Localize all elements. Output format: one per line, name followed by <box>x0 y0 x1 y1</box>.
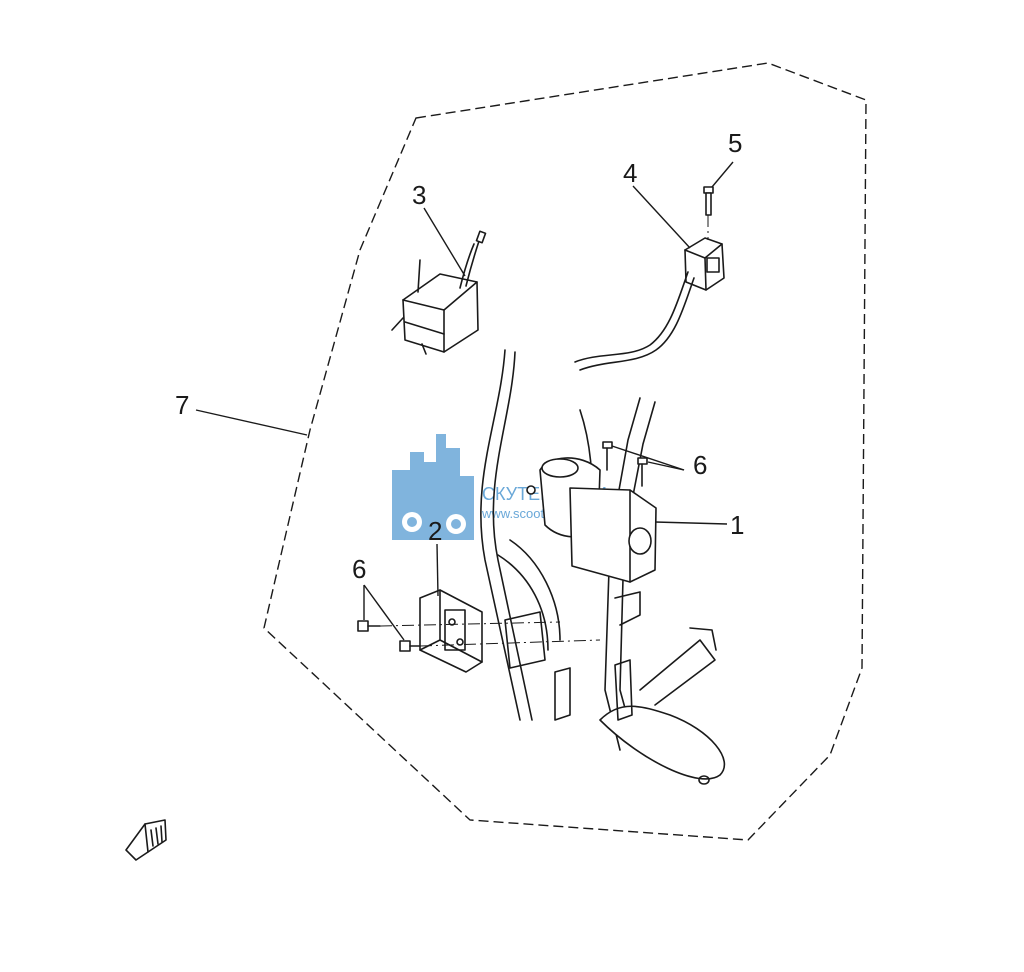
callout-5: 5 <box>728 128 742 158</box>
callout-6-right: 6 <box>693 450 707 480</box>
assembly-outline <box>263 62 867 841</box>
callout-7: 7 <box>175 390 189 420</box>
part-1-motor <box>526 457 657 583</box>
callout-6-left: 6 <box>352 554 366 584</box>
callout-1: 1 <box>730 510 744 540</box>
callout-4: 4 <box>623 158 637 188</box>
part-2-bracket <box>419 589 483 673</box>
leader-lines <box>195 161 734 641</box>
part-4-switch <box>574 237 725 371</box>
callout-2: 2 <box>428 516 442 546</box>
front-arrow-icon <box>125 819 167 861</box>
watermark-logo <box>392 434 474 540</box>
part-5-screw <box>703 186 714 240</box>
callout-3: 3 <box>412 180 426 210</box>
part-6-bolts-left <box>357 620 601 652</box>
part-6-bolts-right <box>602 441 648 487</box>
part-3-relay <box>391 230 487 355</box>
